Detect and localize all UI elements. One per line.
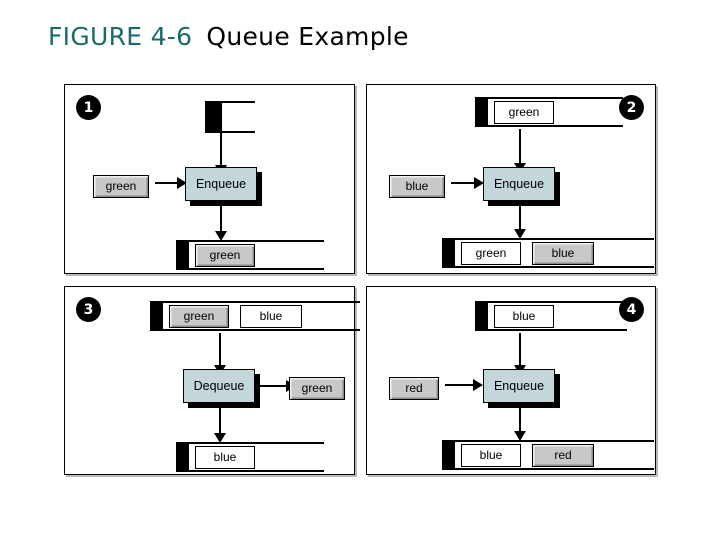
queue-front-marker <box>176 240 189 270</box>
input-chip-wrapper: blue <box>389 175 445 198</box>
arrow-operation-to-queue <box>513 205 527 239</box>
queue-item[interactable]: green <box>494 100 554 124</box>
panel-step-1: 1 green Enqueue <box>64 84 355 274</box>
queue-after: green blue <box>442 238 654 268</box>
queue-before: green <box>475 97 623 127</box>
output-chip[interactable]: green <box>289 377 345 400</box>
queue-rail-top <box>455 440 654 442</box>
queue-items: green blue <box>461 238 594 268</box>
queue-items: blue red <box>461 440 594 470</box>
queue-item[interactable]: blue <box>195 445 255 469</box>
operation-box[interactable]: Dequeue <box>183 369 255 403</box>
panel-step-4: 4 blue red Enqueue <box>366 286 656 475</box>
queue-after: blue red <box>442 440 654 470</box>
operation-box[interactable]: Enqueue <box>483 167 555 201</box>
figure-label: FIGURE 4-6 <box>48 22 193 51</box>
queue-front-marker <box>442 440 455 470</box>
queue-rail-top <box>189 240 324 242</box>
arrow-shaft <box>451 182 475 184</box>
queue-rail-bottom <box>488 125 623 127</box>
figure-name: Queue Example <box>206 22 409 51</box>
queue-item[interactable]: blue <box>461 443 521 467</box>
queue-rail-bottom <box>189 268 324 270</box>
queue-front-marker <box>205 101 222 133</box>
arrow-shaft <box>445 384 474 386</box>
queue-rail-bottom <box>189 470 324 472</box>
arrow-shaft <box>519 333 521 366</box>
queue-rail-top <box>163 301 360 303</box>
queue-items: green blue <box>169 301 302 331</box>
arrow-shaft <box>519 129 521 164</box>
arrow-shaft <box>519 205 521 230</box>
step-number-badge: 1 <box>76 95 101 120</box>
queue-rail-top <box>222 101 255 103</box>
queue-before <box>205 101 255 133</box>
queue-item[interactable]: green <box>169 304 229 328</box>
operation-box[interactable]: Enqueue <box>185 167 257 201</box>
queue-rail-bottom <box>222 131 255 133</box>
input-chip[interactable]: blue <box>389 175 445 198</box>
step-number-badge: 2 <box>619 95 644 120</box>
arrow-shaft <box>155 182 178 184</box>
queue-front-marker <box>475 97 488 127</box>
queue-item[interactable]: green <box>461 241 521 265</box>
queue-item[interactable]: green <box>195 243 255 267</box>
output-chip-wrapper: green <box>289 377 345 400</box>
queue-item[interactable]: red <box>532 443 594 467</box>
arrow-shaft <box>219 333 221 366</box>
queue-item[interactable]: blue <box>494 304 554 328</box>
input-chip[interactable]: green <box>93 175 149 198</box>
queue-front-marker <box>475 301 488 331</box>
queue-rail-top <box>488 97 623 99</box>
arrow-shaft <box>519 407 521 432</box>
queue-rail-bottom <box>488 329 627 331</box>
queue-rail-top <box>189 442 324 444</box>
queue-rail-bottom <box>163 329 360 331</box>
queue-items: green <box>494 97 554 127</box>
arrow-operation-to-queue <box>513 407 527 441</box>
input-chip-wrapper: green <box>93 175 149 198</box>
queue-item[interactable]: blue <box>240 304 302 328</box>
arrow-shaft <box>260 385 287 387</box>
queue-items: blue <box>494 301 554 331</box>
arrow-shaft <box>220 205 222 232</box>
arrow-shaft <box>220 133 222 166</box>
arrow-operation-to-queue <box>214 205 228 241</box>
arrow-input-to-operation <box>155 176 187 190</box>
queue-items: green <box>195 240 255 270</box>
queue-before: green blue <box>150 301 360 331</box>
page-title: FIGURE 4-6 Queue Example <box>48 22 409 52</box>
operation-box[interactable]: Enqueue <box>483 369 555 403</box>
queue-before: blue <box>475 301 627 331</box>
queue-after: blue <box>176 442 324 472</box>
arrow-head <box>215 231 227 241</box>
queue-rail-bottom <box>455 468 654 470</box>
arrow-head <box>514 229 526 239</box>
panel-step-3: 3 green blue Dequeue green <box>64 286 360 475</box>
queue-front-marker <box>176 442 189 472</box>
arrow-input-to-operation <box>451 176 484 190</box>
arrow-head <box>177 177 187 189</box>
queue-front-marker <box>150 301 163 331</box>
queue-front-marker <box>442 238 455 268</box>
queue-rail-top <box>455 238 654 240</box>
panel-step-2: 2 green blue Enqueue <box>366 84 656 274</box>
queue-after: green <box>176 240 324 270</box>
input-chip-wrapper: red <box>389 377 439 400</box>
input-chip[interactable]: red <box>389 377 439 400</box>
arrow-operation-to-queue <box>213 407 227 443</box>
arrow-head <box>473 379 483 391</box>
arrow-head <box>474 177 484 189</box>
queue-item[interactable]: blue <box>532 241 594 265</box>
queue-rail-bottom <box>455 266 654 268</box>
arrow-head <box>514 431 526 441</box>
queue-rail-top <box>488 301 627 303</box>
arrow-shaft <box>219 407 221 434</box>
arrow-input-to-operation <box>445 378 483 392</box>
arrow-head <box>214 433 226 443</box>
queue-items: blue <box>195 442 255 472</box>
step-number-badge: 3 <box>76 297 101 322</box>
